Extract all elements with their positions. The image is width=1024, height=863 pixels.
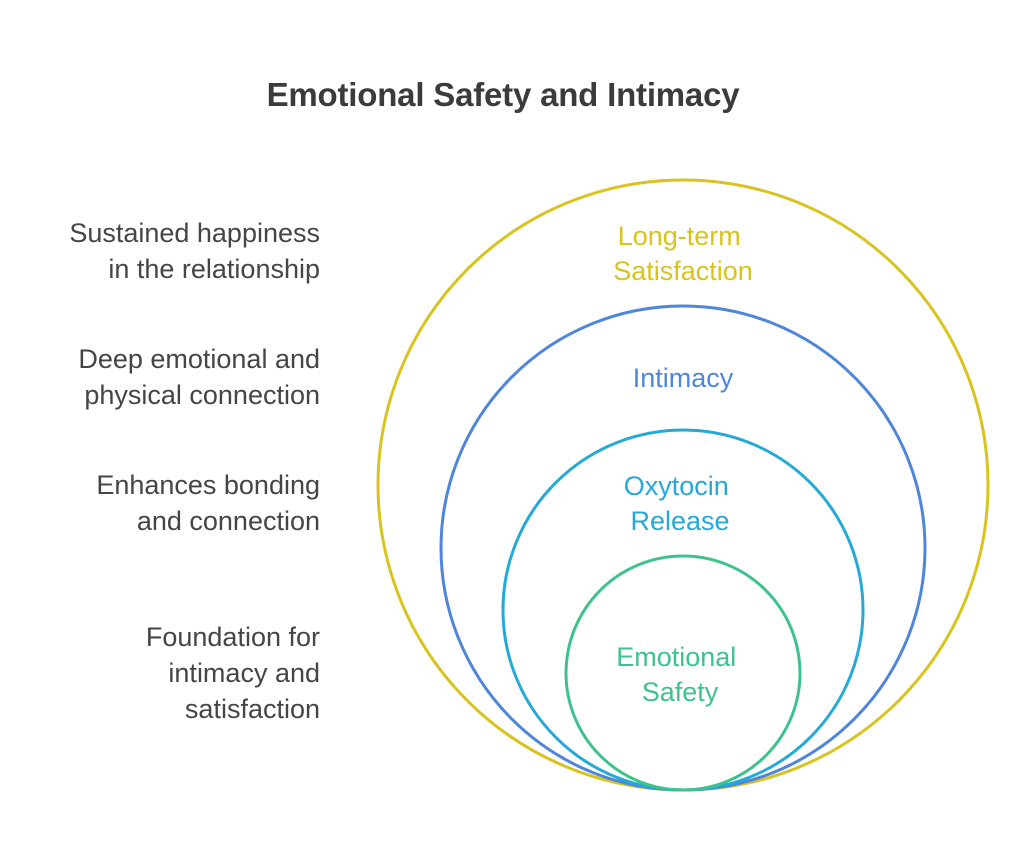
description-line: in the relationship — [108, 254, 320, 284]
emotional-safety-circle — [564, 554, 802, 792]
oxytocin-release-label: Oxytocin Release — [624, 471, 737, 536]
label-line: Satisfaction — [613, 256, 753, 286]
description-long-term-satisfaction: Sustained happiness in the relationship — [20, 215, 320, 287]
description-line: Sustained happiness — [69, 218, 320, 248]
label-line: Release — [630, 506, 729, 536]
intimacy-label: Intimacy — [633, 363, 734, 393]
label-line: Long-term — [618, 221, 741, 251]
description-line: and connection — [136, 506, 320, 536]
description-line: Enhances bonding — [96, 470, 320, 500]
description-line: physical connection — [84, 380, 320, 410]
description-oxytocin-release: Enhances bonding and connection — [20, 467, 320, 539]
description-line: Deep emotional and — [78, 344, 320, 374]
label-line: Intimacy — [633, 363, 734, 393]
emotional-safety-label: Emotional Safety — [616, 642, 744, 707]
label-line: Emotional — [616, 642, 736, 672]
label-line: Safety — [642, 677, 719, 707]
diagram-title: Emotional Safety and Intimacy — [266, 76, 740, 113]
label-line: Oxytocin — [624, 471, 729, 501]
long-term-satisfaction-label: Long-term Satisfaction — [613, 221, 753, 286]
description-line: satisfaction — [184, 694, 320, 724]
description-line: Foundation for — [145, 622, 320, 652]
description-line: intimacy and — [168, 658, 320, 688]
description-emotional-safety: Foundation for intimacy and satisfaction — [20, 619, 320, 727]
description-intimacy: Deep emotional and physical connection — [20, 341, 320, 413]
